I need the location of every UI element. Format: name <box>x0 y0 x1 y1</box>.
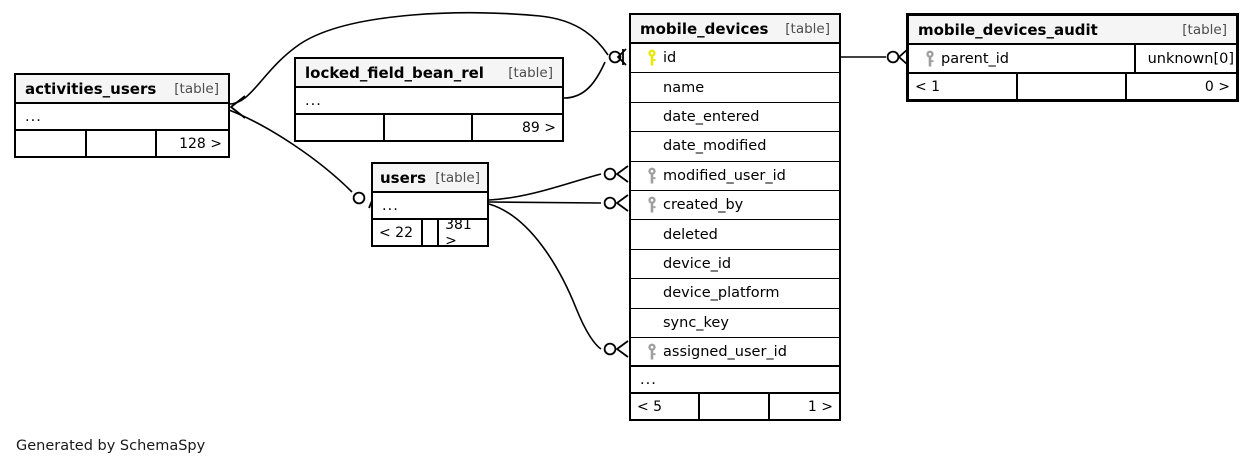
connector-crow-created-by <box>615 194 629 212</box>
footer-middle <box>423 220 440 245</box>
connector-crow-assigned-user-id <box>615 340 629 358</box>
connector-crow-modified-user-id <box>615 165 629 183</box>
column-name: deleted <box>663 226 718 243</box>
footer-middle <box>87 131 158 156</box>
column-name: assigned_user_id <box>663 343 787 360</box>
table-footer: < 22 381 > <box>373 220 487 245</box>
footer-children-count: 89 > <box>522 119 557 136</box>
primary-key-icon <box>640 49 663 67</box>
column-name: date_modified <box>663 138 767 155</box>
edge-users-to-modified-user-id <box>488 173 602 201</box>
table-header-mobile-devices-audit: mobile_devices_audit [table] <box>909 16 1236 45</box>
column-row-id[interactable]: id <box>631 44 839 74</box>
table-footer: < 1 0 > <box>909 74 1236 100</box>
column-row-assigned-user-id[interactable]: assigned_user_id <box>631 338 839 368</box>
column-name: date_entered <box>663 108 760 125</box>
footer-middle <box>385 115 474 140</box>
table-header-mobile-devices: mobile_devices [table] <box>631 15 839 44</box>
footer-middle <box>1018 74 1127 100</box>
column-row-date-modified[interactable]: date_modified <box>631 132 839 162</box>
footer-children-count: 128 > <box>179 135 223 152</box>
table-title: mobile_devices <box>640 19 769 38</box>
connector-ring-id <box>608 50 622 64</box>
table-mobile-devices[interactable]: mobile_devices [table] id name date_ente… <box>629 13 841 422</box>
table-footer: < 5 1 > <box>631 394 839 420</box>
table-activities-users[interactable]: activities_users [table] ... 128 > <box>14 73 230 158</box>
footer-parents-count <box>16 131 87 156</box>
footer-children-count: 0 > <box>1204 78 1230 95</box>
foreign-key-icon <box>918 50 941 68</box>
connector-ring-modified-user-id <box>603 167 617 181</box>
column-row-name[interactable]: name <box>631 73 839 103</box>
table-locked-field-bean-rel[interactable]: locked_field_bean_rel [table] ... 89 > <box>294 57 564 142</box>
column-name: created_by <box>663 197 744 214</box>
table-kind-label: [table] <box>174 80 219 97</box>
column-row-device-platform[interactable]: device_platform <box>631 279 839 309</box>
columns-ellipsis: ... <box>296 88 562 115</box>
table-footer: 128 > <box>16 131 228 156</box>
column-row-modified-user-id[interactable]: modified_user_id <box>631 162 839 191</box>
edge-locked-field-to-id <box>563 61 606 99</box>
table-header-activities-users: activities_users [table] <box>16 75 228 104</box>
column-row-device-id[interactable]: device_id <box>631 250 839 280</box>
generator-credit: Generated by SchemaSpy <box>16 438 206 454</box>
footer-children-count: 1 > <box>807 398 833 415</box>
connector-ring-parent-id <box>886 50 900 64</box>
column-name: sync_key <box>663 314 729 331</box>
edge-users-to-created-by <box>488 201 602 204</box>
column-row-sync-key[interactable]: sync_key <box>631 309 839 338</box>
connector-crow-activities-users <box>229 95 246 119</box>
column-name: device_platform <box>663 285 780 302</box>
column-type: unknown[0] <box>1133 45 1236 73</box>
connector-ring-assigned-user-id <box>603 342 617 356</box>
table-kind-label: [table] <box>785 20 830 37</box>
footer-parents-count <box>296 115 385 140</box>
column-name: modified_user_id <box>663 167 786 184</box>
table-title: mobile_devices_audit <box>918 20 1098 39</box>
connector-ring-created-by <box>603 196 617 210</box>
foreign-key-icon <box>640 343 663 361</box>
foreign-key-icon <box>640 196 663 214</box>
foreign-key-icon <box>640 167 663 185</box>
footer-parents-count: < 22 <box>373 220 424 245</box>
table-kind-label: [table] <box>1182 21 1227 38</box>
table-title: activities_users <box>25 79 157 98</box>
column-name: id <box>663 50 677 67</box>
table-title: users <box>380 168 427 187</box>
connector-crow-id <box>616 48 627 66</box>
table-title: locked_field_bean_rel <box>305 63 484 82</box>
column-name: name <box>663 79 705 96</box>
table-footer: 89 > <box>296 115 562 140</box>
table-header-users: users [table] <box>373 164 487 193</box>
columns-ellipsis: ... <box>631 367 839 395</box>
table-mobile-devices-audit[interactable]: mobile_devices_audit [table] parent_id u… <box>906 13 1239 103</box>
edge-users-to-assigned-user-id <box>488 203 602 350</box>
column-row-parent-id[interactable]: parent_id unknown[0] <box>909 45 1236 75</box>
column-row-deleted[interactable]: deleted <box>631 220 839 250</box>
column-row-date-entered[interactable]: date_entered <box>631 103 839 133</box>
columns-ellipsis: ... <box>373 193 487 220</box>
column-name: parent_id <box>941 50 1010 67</box>
footer-parents-count: < 1 <box>909 74 1018 100</box>
table-users[interactable]: users [table] ... < 22 381 > <box>371 162 489 247</box>
footer-children-count: 381 > <box>445 220 472 245</box>
column-row-created-by[interactable]: created_by <box>631 191 839 221</box>
table-header-locked-field-bean-rel: locked_field_bean_rel [table] <box>296 59 562 88</box>
table-kind-label: [table] <box>435 169 480 186</box>
footer-middle <box>700 394 770 420</box>
footer-parents-count: < 5 <box>631 394 701 420</box>
connector-ring-users-left <box>352 191 366 205</box>
columns-ellipsis: ... <box>16 104 228 131</box>
table-kind-label: [table] <box>508 64 553 81</box>
column-name: device_id <box>663 255 732 272</box>
